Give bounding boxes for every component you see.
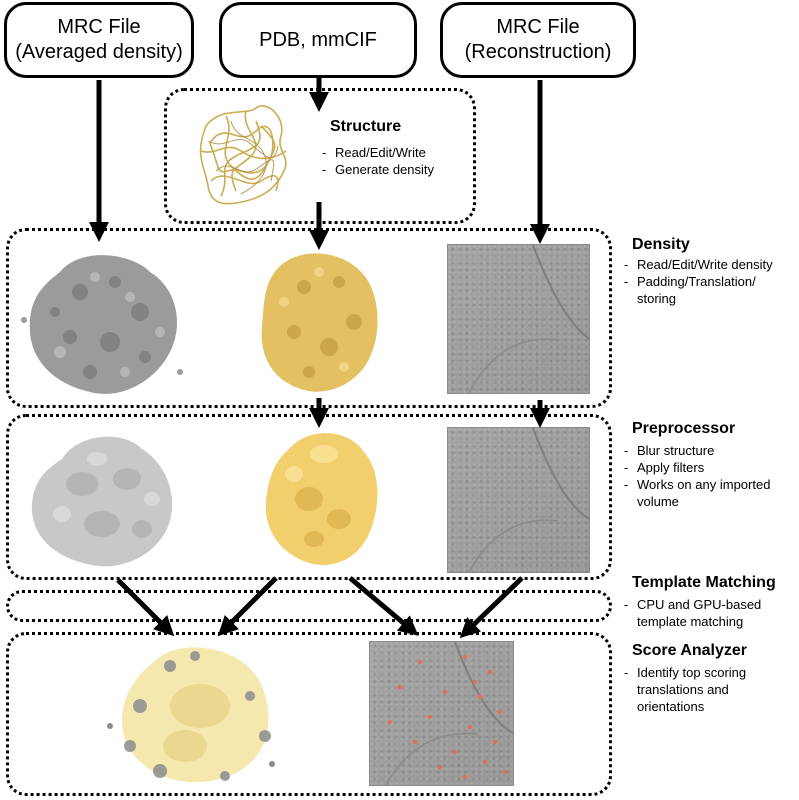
arrow-yellowblur-to-score-right	[348, 576, 419, 636]
preprocessor-title: Preprocessor	[632, 420, 736, 437]
preprocessor-item-2: Apply filters	[624, 459, 794, 476]
blurred-averaged-density	[31, 436, 173, 567]
input-averaged-line2: (Averaged density)	[15, 41, 183, 63]
structure-item-1: Read/Edit/Write	[322, 144, 472, 161]
preprocessor-item-1: Blur structure	[624, 442, 794, 459]
template-matching-title: Template Matching	[632, 574, 776, 591]
structure-item-2: Generate density	[322, 161, 472, 178]
simulated-density-map	[261, 253, 378, 392]
input-averaged-line1: MRC File	[57, 16, 141, 38]
density-box	[6, 228, 612, 408]
blurred-simulated-density	[265, 433, 378, 565]
filtered-tomogram-image	[447, 427, 590, 573]
score-analyzer-box	[6, 632, 612, 796]
density-title: Density	[632, 236, 690, 253]
protein-structure-image	[199, 105, 287, 205]
density-list: Read/Edit/Write density Padding/Translat…	[624, 256, 794, 307]
score-peak-tomogram	[369, 641, 514, 786]
template-matching-item-1: CPU and GPU-based template matching	[624, 596, 794, 630]
averaged-density-map	[21, 255, 183, 394]
template-matching-list: CPU and GPU-based template matching	[624, 596, 794, 630]
preprocessor-list: Blur structure Apply filters Works on an…	[624, 442, 794, 510]
score-analyzer-list: Identify top scoring translations and or…	[624, 664, 794, 715]
score-analyzer-item-1: Identify top scoring translations and or…	[624, 664, 794, 715]
density-item-2: Padding/Translation/ storing	[624, 273, 794, 307]
input-pdb-label: PDB, mmCIF	[259, 28, 377, 51]
input-reconstruction-line1: MRC File	[496, 16, 580, 38]
arrow-tomo-to-score	[459, 576, 524, 639]
input-reconstruction-box: MRC File (Reconstruction)	[440, 2, 636, 78]
preprocessor-item-3: Works on any imported volume	[624, 476, 794, 510]
arrow-grayblur-to-score	[116, 578, 175, 637]
arrow-yellowblur-to-score-left	[217, 576, 278, 637]
score-analyzer-title: Score Analyzer	[632, 642, 748, 659]
input-pdb-box: PDB, mmCIF	[219, 2, 417, 78]
fitted-density-overlay	[107, 647, 275, 783]
input-averaged-density-box: MRC File (Averaged density)	[4, 2, 194, 78]
structure-title: Structure	[330, 118, 402, 135]
density-item-1: Read/Edit/Write density	[624, 256, 794, 273]
tomogram-image	[447, 244, 590, 394]
template-matching-box	[6, 590, 612, 622]
structure-list: Read/Edit/Write Generate density	[322, 144, 472, 178]
input-reconstruction-line2: (Reconstruction)	[464, 41, 612, 63]
